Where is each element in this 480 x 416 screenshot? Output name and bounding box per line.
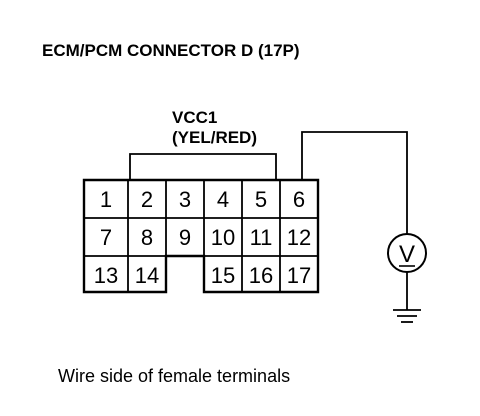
terminal-8: 8 bbox=[141, 225, 153, 250]
voltmeter-icon: V bbox=[387, 233, 427, 273]
terminal-row-2: 7 8 9 10 11 12 bbox=[100, 225, 311, 250]
terminal-7: 7 bbox=[100, 225, 112, 250]
terminal-5: 5 bbox=[255, 187, 267, 212]
terminal-9: 9 bbox=[179, 225, 191, 250]
voltmeter-symbol: V bbox=[399, 241, 415, 268]
diagram-title: ECM/PCM CONNECTOR D (17P) bbox=[42, 41, 300, 60]
terminal-12: 12 bbox=[287, 225, 311, 250]
terminal-group-bracket bbox=[129, 153, 277, 180]
terminal-row-1: 1 2 3 4 5 6 bbox=[100, 187, 305, 212]
ground-icon bbox=[393, 309, 421, 323]
terminal-13: 13 bbox=[94, 263, 118, 288]
terminal-row-3: 13 14 15 16 17 bbox=[94, 263, 311, 288]
terminal-6: 6 bbox=[293, 187, 305, 212]
terminal-1: 1 bbox=[100, 187, 112, 212]
terminal-15: 15 bbox=[211, 263, 235, 288]
terminal-2: 2 bbox=[141, 187, 153, 212]
signal-name-label: VCC1 bbox=[172, 108, 217, 127]
terminal-11: 11 bbox=[250, 225, 273, 250]
terminal-14: 14 bbox=[135, 263, 159, 288]
connector-outline bbox=[82, 178, 320, 294]
terminal-3: 3 bbox=[179, 187, 191, 212]
wire-color-label: (YEL/RED) bbox=[172, 128, 257, 147]
terminal-grid bbox=[84, 180, 318, 292]
terminal-4: 4 bbox=[217, 187, 229, 212]
probe-wire bbox=[301, 131, 408, 234]
terminal-17: 17 bbox=[287, 263, 311, 288]
diagram-caption: Wire side of female terminals bbox=[58, 366, 290, 386]
terminal-16: 16 bbox=[249, 263, 273, 288]
terminal-10: 10 bbox=[211, 225, 235, 250]
